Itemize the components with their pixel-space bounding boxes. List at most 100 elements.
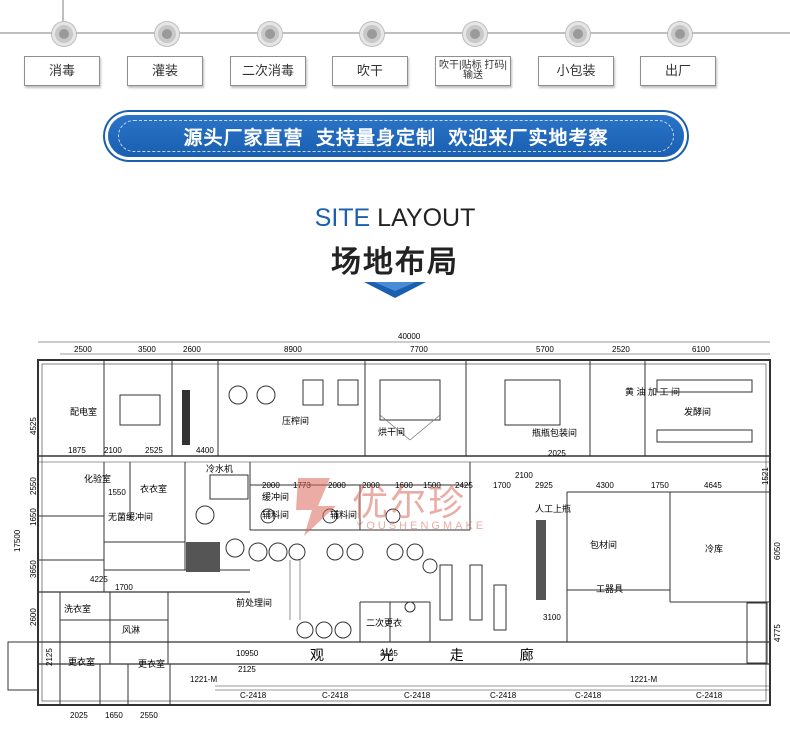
door-label: C-2418 <box>322 691 349 700</box>
step-small-pack: 小包装 <box>538 56 614 86</box>
dim-row2: 2525 <box>145 446 163 455</box>
dim-row2: 2100 <box>104 446 122 455</box>
room-ferment: 发酵间 <box>684 406 711 417</box>
process-node <box>155 22 179 46</box>
chevron-down-icon <box>364 282 426 298</box>
title-highlight: SITE <box>314 204 371 232</box>
dim-misc: 1550 <box>108 488 126 497</box>
dim-misc: 2125 <box>238 665 256 674</box>
dim-left: 17500 <box>13 529 22 552</box>
dim-row2: 4400 <box>196 446 214 455</box>
dim-top: 7700 <box>410 345 428 354</box>
dim-row3: 1500 <box>423 481 441 490</box>
step-second-disinfect: 二次消毒 <box>230 56 306 86</box>
dim-row3: 2000 <box>362 481 380 490</box>
dim-top: 2600 <box>183 345 201 354</box>
room-bottle-pack: 瓶瓶包装间 <box>532 427 577 438</box>
dim-top: 2500 <box>74 345 92 354</box>
door-label: 1221-M <box>630 675 657 684</box>
dim-row3: 2425 <box>455 481 473 490</box>
dim-total: 40000 <box>398 332 421 341</box>
dim-top: 3500 <box>138 345 156 354</box>
dim-left: 2550 <box>29 477 38 495</box>
room-press: 压榨间 <box>282 415 309 426</box>
room-sterile-buffer: 无菌缓冲间 <box>108 511 153 522</box>
dim-right: 1521 <box>761 467 770 485</box>
room-chiller: 冷水机 <box>206 463 233 474</box>
room-change1: 更衣室 <box>68 656 95 667</box>
door-label: C-2418 <box>575 691 602 700</box>
dim-misc: 4225 <box>90 575 108 584</box>
dim-left: 1650 <box>29 508 38 526</box>
door-label: 1221-M <box>190 675 217 684</box>
step-ship: 出厂 <box>640 56 716 86</box>
step-filling: 灌装 <box>127 56 203 86</box>
room-wash: 洗衣室 <box>64 603 91 614</box>
dim-misc: 2100 <box>515 471 533 480</box>
dim-row3: 1750 <box>651 481 669 490</box>
dim-row3: 4645 <box>704 481 722 490</box>
dim-left: 2600 <box>29 608 38 626</box>
dim-top: 6100 <box>692 345 710 354</box>
door-label: C-2418 <box>404 691 431 700</box>
corridor-label: 观 光 走 廊 <box>310 647 560 663</box>
room-dress: 衣衣室 <box>140 483 167 494</box>
door-label: C-2418 <box>490 691 517 700</box>
room-lab: 化验室 <box>84 473 111 484</box>
dim-misc: 1700 <box>115 583 133 592</box>
watermark-text: 优尔珍 <box>352 482 467 523</box>
logo-mark-icon <box>296 478 336 536</box>
dim-row3: 4300 <box>596 481 614 490</box>
room-buffer: 缓冲间 <box>262 491 289 502</box>
step-blow-dry: 吹干 <box>332 56 408 86</box>
room-manual-bottle: 人工上瓶 <box>535 503 571 514</box>
dim-left: 3650 <box>29 560 38 578</box>
room-second-dress: 二次更衣 <box>366 617 402 628</box>
dim-row3: 2000 <box>262 481 280 490</box>
room-change2: 更衣室 <box>138 658 165 669</box>
dim-misc: 3125 <box>380 649 398 658</box>
watermark-subtext: YOUSHENGMAKE <box>356 520 487 532</box>
dim-misc: 2025 <box>548 449 566 458</box>
dim-misc: 3100 <box>543 613 561 622</box>
process-node <box>566 22 590 46</box>
room-pretreat: 前处理间 <box>236 597 272 608</box>
dim-right: 4775 <box>773 624 782 642</box>
room-air-shower: 风淋 <box>122 624 140 635</box>
banner-dashed-border <box>118 120 674 152</box>
room-tools: 工器具 <box>596 584 623 594</box>
dim-row3: 2000 <box>328 481 346 490</box>
floor-plan: 配电室 压榨间 烘干间 瓶瓶包装间 黄 油 加 工 间 发酵间 化验室 衣衣室 … <box>7 332 782 720</box>
door-label: C-2418 <box>696 691 723 700</box>
step-disinfect: 消毒 <box>24 56 100 86</box>
dim-top: 2520 <box>612 345 630 354</box>
dim-left: 4525 <box>29 417 38 435</box>
dim-misc: 10950 <box>236 649 259 658</box>
dim-bottom: 2025 <box>70 711 88 720</box>
dim-left: 2125 <box>45 648 54 666</box>
dim-row3: 2925 <box>535 481 553 490</box>
process-node <box>668 22 692 46</box>
process-node <box>52 22 76 46</box>
site-layout-title: SITE LAYOUT <box>0 204 790 233</box>
dim-top: 8900 <box>284 345 302 354</box>
dim-bottom: 2550 <box>140 711 158 720</box>
dim-row2: 1875 <box>68 446 86 455</box>
process-node <box>360 22 384 46</box>
room-power: 配电室 <box>70 406 97 417</box>
room-cold: 冷库 <box>705 543 723 554</box>
process-track <box>0 32 790 34</box>
dim-row3: 1600 <box>395 481 413 490</box>
room-dry: 烘干间 <box>378 426 405 437</box>
dim-right: 6050 <box>773 542 782 560</box>
site-layout-cn-title: 场地布局 <box>331 246 459 279</box>
promo-banner: 源头厂家直营 支持量身定制 欢迎来厂实地考察 <box>108 115 684 157</box>
room-material: 包材间 <box>590 539 617 550</box>
room-aux2: 辅料间 <box>330 509 357 520</box>
watermark-logo: 优尔珍 YOUSHENGMAKE <box>290 470 530 550</box>
room-aux1: 辅料间 <box>262 509 289 520</box>
room-yellow: 黄 油 加 工 间 <box>625 386 680 397</box>
title-rest: LAYOUT <box>370 204 476 232</box>
step-label-print: 吹干|贴标 打码|输送 <box>435 56 511 86</box>
dim-top: 5700 <box>536 345 554 354</box>
